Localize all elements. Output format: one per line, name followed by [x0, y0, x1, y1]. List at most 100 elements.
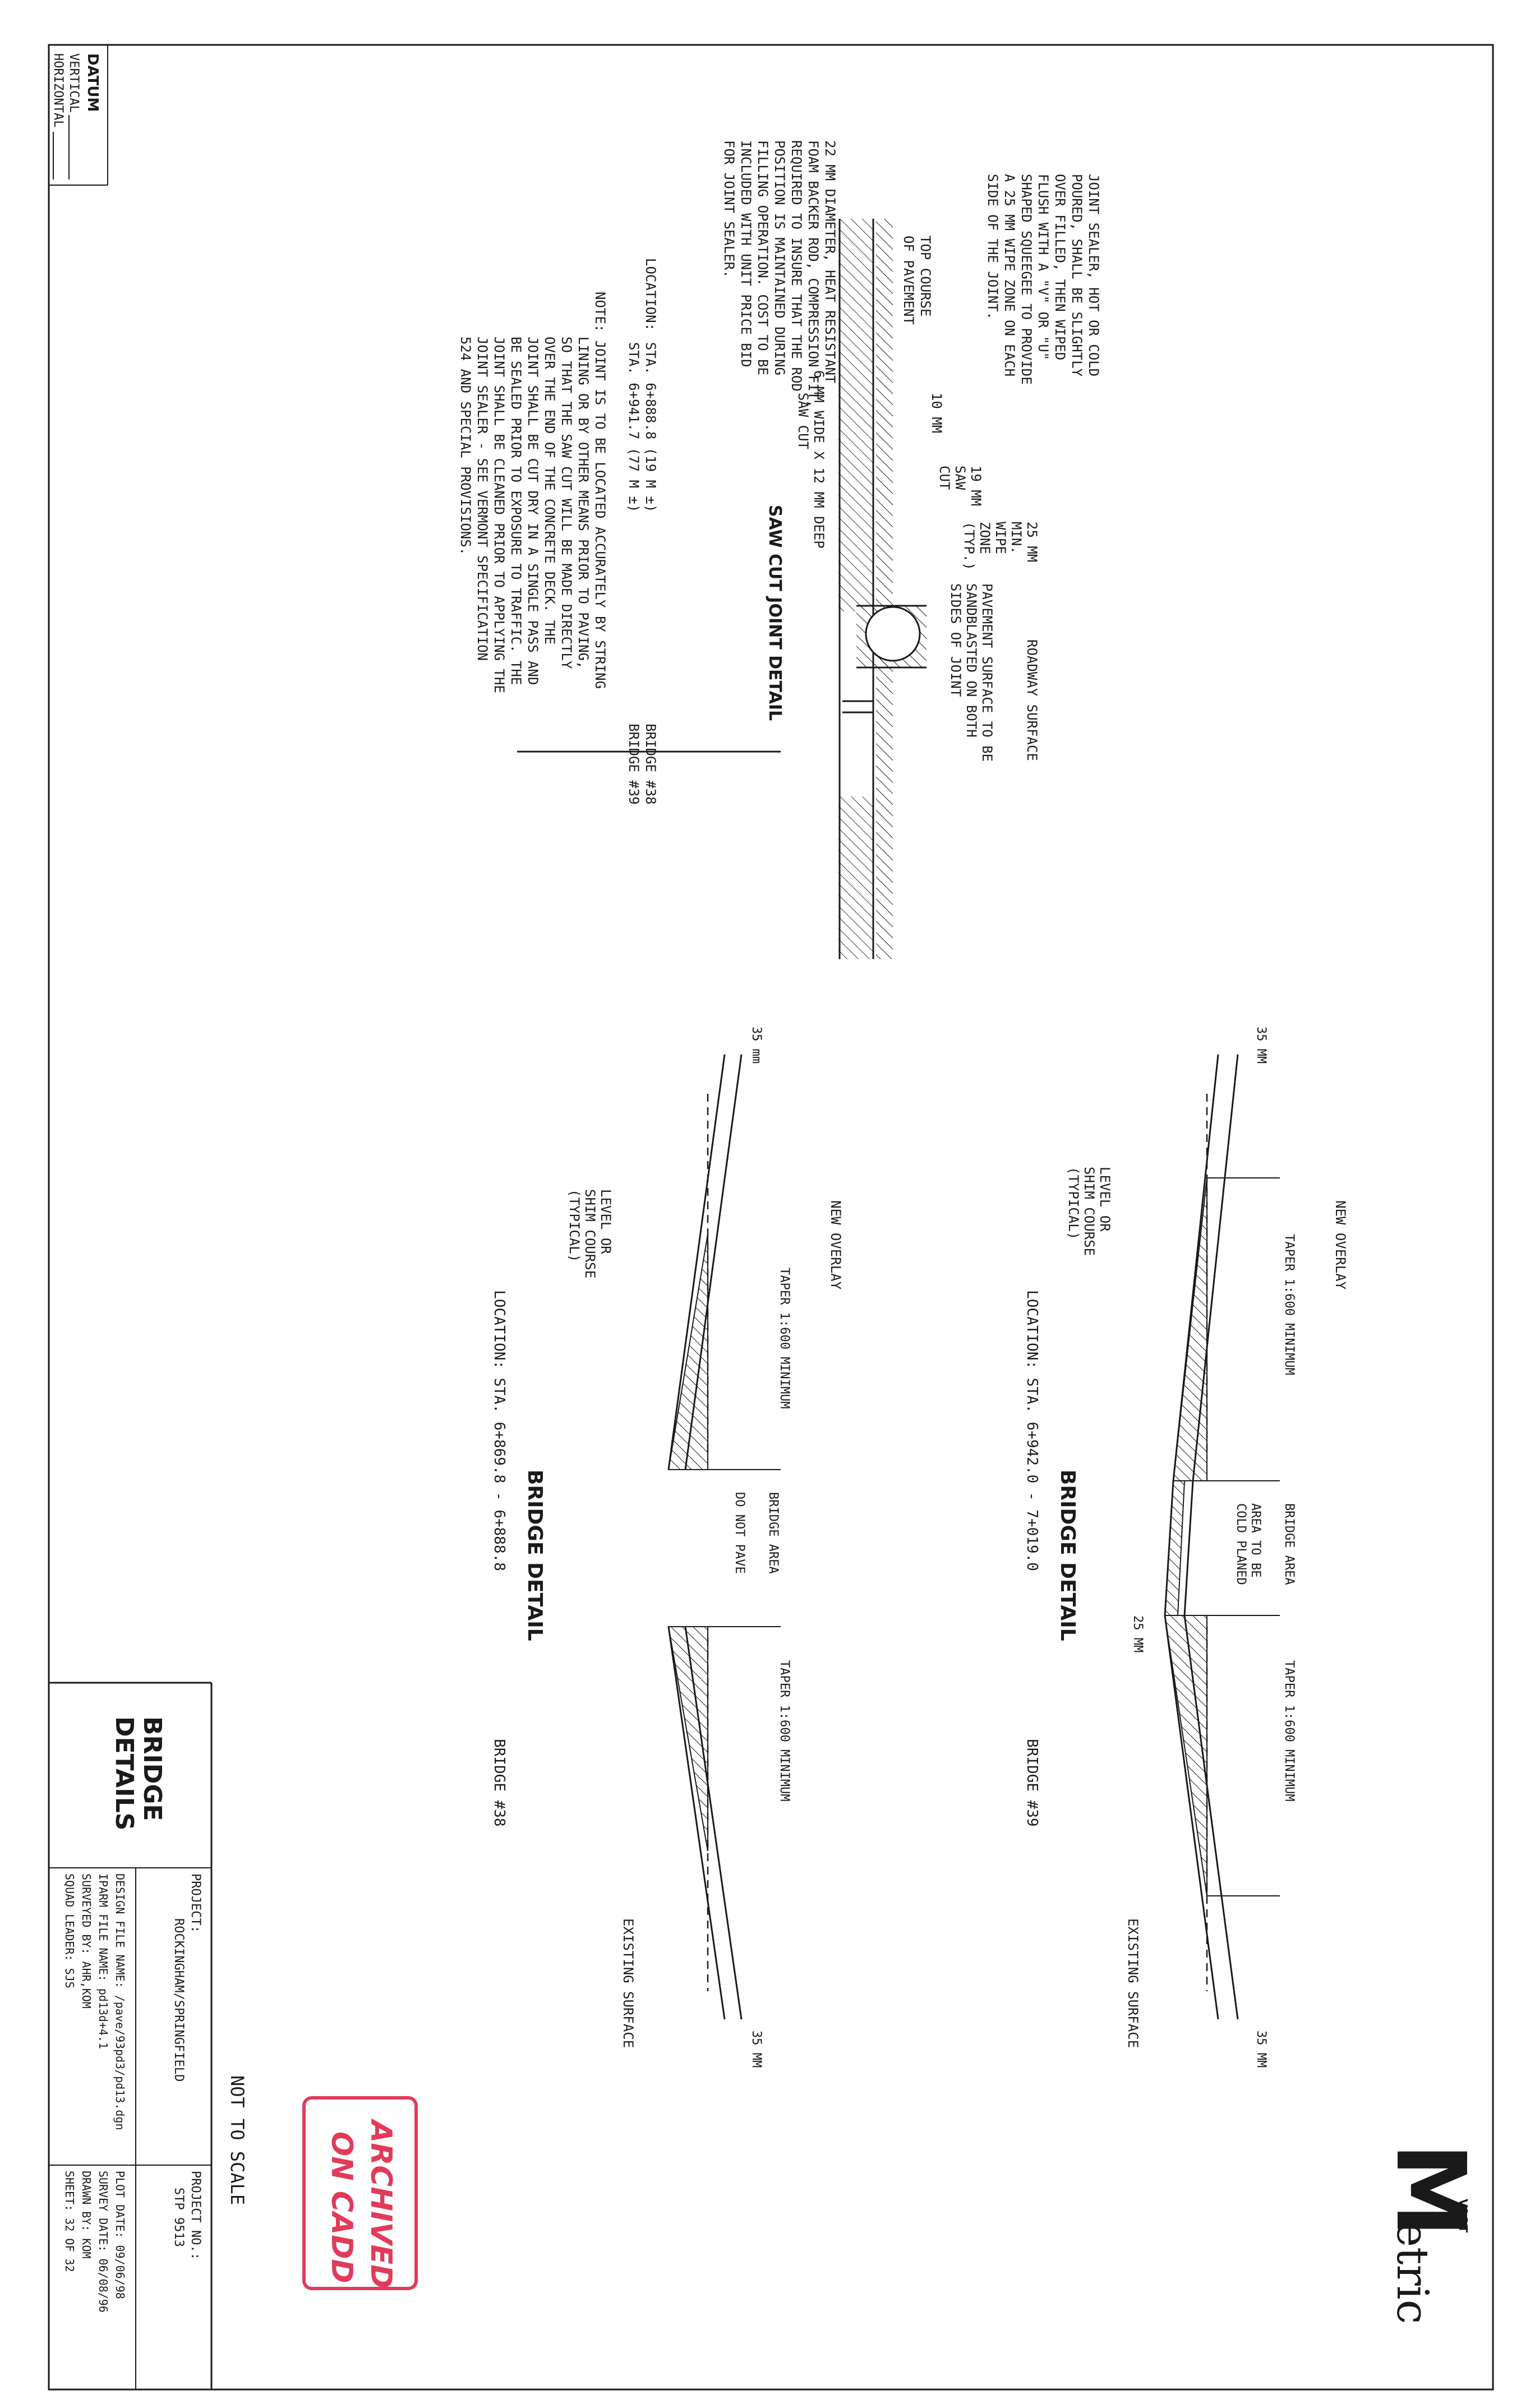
roadway-surface: ROADWAY SURFACE [1024, 639, 1040, 761]
top-course-2: OF PAVEMENT [901, 236, 916, 325]
survey-date: SURVEY DATE: 06/08/96 [96, 2171, 110, 2313]
parm-file: IPARM FILE NAME: pd13d+4.1 [96, 1873, 110, 2049]
bridge-39-ref: BRIDGE #39 [626, 724, 642, 805]
logo-small: VAOT [1457, 2199, 1470, 2233]
bridge39-level-1: LEVEL OR [1097, 1167, 1113, 1232]
bridge-detail-38: NEW OVERLAY LEVEL OR SHIM COURSE (TYPICA… [491, 1026, 844, 2068]
bridge38-dim-35-left: 35 mm [749, 1026, 763, 1063]
backer-rod-line-4: POSITION IS MAINTAINED DURING [772, 140, 787, 375]
note-line-7: JOINT SHALL BE CLEANED PRIOR TO APPLYING… [491, 337, 507, 693]
plot-date: PLOT DATE: 09/06/98 [113, 2171, 127, 2299]
project-no: STP 9513 [172, 2188, 186, 2247]
dim-19mm-2: SAW [952, 466, 968, 490]
dim-25mm-3: WIPE [993, 522, 1008, 554]
bridge38-title: BRIDGE DETAIL [523, 1470, 546, 1641]
saw-cut-size-2: SAW CUT [795, 393, 811, 449]
bridge39-taper-left: TAPER 1:600 MINIMUM [1282, 1234, 1296, 1375]
backer-rod-line-6: INCLUDED WITH UNIT PRICE BID [738, 140, 754, 367]
logo-word: etric [1387, 2221, 1437, 2324]
joint-sealer-line-6: A 25 MM WIPE ZONE ON EACH [1002, 174, 1017, 376]
bridge39-level-2: SHIM COURSE [1081, 1167, 1097, 1256]
backer-rod-line-1: 22 MM DIAMETER, HEAT RESISTANT [822, 140, 838, 383]
saw-cut-size-1: 6 MM WIDE X 12 MM DEEP [811, 370, 827, 549]
dim-25mm-1: 25 MM [1024, 522, 1040, 562]
saw-cut-title: SAW CUT JOINT DETAIL [765, 505, 785, 721]
bridge38-bridge-area: BRIDGE AREA [766, 1492, 780, 1574]
note-line-5: JOINT SHALL BE CUT DRY IN A SINGLE PASS … [525, 337, 541, 685]
dim-25mm-2: MIN. [1008, 522, 1024, 554]
bridge38-dim-35-right: 35 MM [749, 2031, 763, 2068]
dim-19mm-3: CUT [937, 466, 952, 490]
bridge-38-ref: BRIDGE #38 [643, 724, 658, 805]
bridge39-bridge-area: BRIDGE AREA [1282, 1503, 1296, 1585]
saw-cut-text: JOINT SEALER, HOT OR COLD POURED, SHALL … [458, 140, 1101, 805]
location-label: LOCATION: [643, 258, 658, 331]
project-name: ROCKINGHAM/SPRINGFIELD [172, 1918, 186, 2082]
datum-horizontal: HORIZONTAL [51, 53, 65, 127]
bridge39-location: LOCATION: STA. 6+942.0 - 7+019.0 [1024, 1290, 1040, 1571]
stamp-line-2: ON CADD [325, 2131, 358, 2283]
bridge39-taper-right: TAPER 1:600 MINIMUM [1282, 1660, 1296, 1802]
sheet-number: SHEET: 32 OF 32 [63, 2171, 76, 2272]
datum-box: DATUM VERTICAL HORIZONTAL [49, 45, 108, 186]
bridge38-location: LOCATION: STA. 6+869.8 - 6+888.8 [491, 1290, 508, 1571]
backer-rod-line-7: FOR JOINT SEALER. [721, 140, 737, 278]
datum-vertical: VERTICAL [67, 53, 81, 113]
backer-rod-line-5: FILLING OPERATION. COST TO BE [755, 140, 771, 375]
dim-25mm-4: ZONE [977, 522, 993, 554]
bridge39-area-1: AREA TO BE [1248, 1503, 1262, 1577]
bridge39-level-3: (TYPICAL) [1066, 1167, 1081, 1240]
squad-leader: SQUAD LEADER: SJS [63, 1873, 76, 1988]
backer-rod [865, 606, 921, 662]
metric-logo: M VAOT etric [1375, 2143, 1486, 2324]
bridge39-new-overlay: NEW OVERLAY [1333, 1200, 1348, 1290]
joint-sealer-line-5: SHAPED SQUEEGEE TO PROVIDE [1018, 174, 1034, 385]
bridge39-dim-25: 25 MM [1131, 1615, 1145, 1652]
bridge38-existing-surface: EXISTING SURFACE [620, 1918, 636, 2048]
design-file: DESIGN FILE NAME: /pave/93pd3/pd13.dgn [113, 1873, 127, 2130]
backer-rod-line-3: REQUIRED TO INSURE THAT THE ROD [789, 140, 804, 392]
note-line-1: NOTE: JOINT IS TO BE LOCATED ACCURATELY … [592, 292, 608, 689]
stamp-line-1: ARCHIVED [364, 2118, 398, 2289]
pavement-surface-3: SIDES OF JOINT [948, 583, 964, 697]
top-course-1: TOP COURSE [918, 236, 933, 317]
note-line-4: OVER THE END OF THE CONCRETE DECK. THE [542, 337, 557, 644]
bridge38-level-3: (TYPICAL) [566, 1189, 582, 1262]
archived-stamp: ARCHIVED ON CADD [302, 2096, 418, 2290]
bridge38-new-overlay: NEW OVERLAY [828, 1200, 844, 1290]
bridge39-dim-35-right: 35 MM [1254, 2031, 1268, 2068]
surveyed-by: SURVEYED BY: AHR,KOM [80, 1873, 93, 2009]
bridge38-level-2: SHIM COURSE [582, 1189, 598, 1278]
saw-cut-joint-detail: JOINT SEALER, HOT OR COLD SAW CUT JOINT … [517, 219, 927, 959]
bridge38-level-1: LEVEL OR [598, 1189, 614, 1254]
bridge39-ref: BRIDGE #39 [1024, 1739, 1040, 1827]
title-block: BRIDGE DETAILS PROJECT: ROCKINGHAM/SPRIN… [49, 1682, 213, 2389]
bridge39-title: BRIDGE DETAIL [1056, 1470, 1079, 1641]
note-line-3: SO THAT THE SAW CUT WILL BE MADE DIRECTL… [559, 337, 574, 669]
dim-19mm-1: 19 MM [968, 466, 984, 506]
joint-sealer-line-3: OVER FILLED, THEN WIPED [1052, 174, 1068, 360]
joint-sealer-line-1: JOINT SEALER, HOT OR COLD [1086, 174, 1101, 376]
note-line-9: 524 AND SPECIAL PROVISIONS. [458, 337, 473, 555]
bridge38-do-not-pave: DO NOT PAVE [732, 1492, 746, 1574]
bridge39-dim-35-left: 35 MM [1254, 1026, 1268, 1063]
joint-sealer-line-7: SIDE OF THE JOINT. [985, 174, 1001, 320]
datum-title: DATUM [84, 53, 101, 112]
bridge38-ref: BRIDGE #38 [491, 1739, 508, 1827]
bridge39-existing-surface: EXISTING SURFACE [1125, 1918, 1141, 2048]
bridge38-taper-right: TAPER 1:600 MINIMUM [777, 1660, 791, 1802]
sheet-title-2: DETAILS [110, 1716, 139, 1830]
pavement-surface-2: SANDBLASTED ON BOTH [964, 583, 979, 738]
note-line-6: BE SEALED PRIOR TO EXPOSURE TO TRAFFIC. … [508, 337, 524, 685]
sheet-border [48, 44, 1494, 2391]
dim-25mm-5: (TYP.) [961, 522, 977, 570]
sheet-title-1: BRIDGE [138, 1716, 167, 1821]
drawn-by: DRAWN BY: KOM [80, 2171, 93, 2259]
note-line-2: LINING OR BY OTHER MEANS PRIOR TO PAVING… [575, 337, 591, 669]
bridge39-area-2: COLD PLANED [1234, 1503, 1248, 1585]
note-line-8: JOINT SEALER - SEE VERMONT SPECIFICATION [474, 337, 490, 661]
backer-rod-line-2: FOAM BACKER ROD, COMPRESSION FIT, [805, 140, 821, 408]
